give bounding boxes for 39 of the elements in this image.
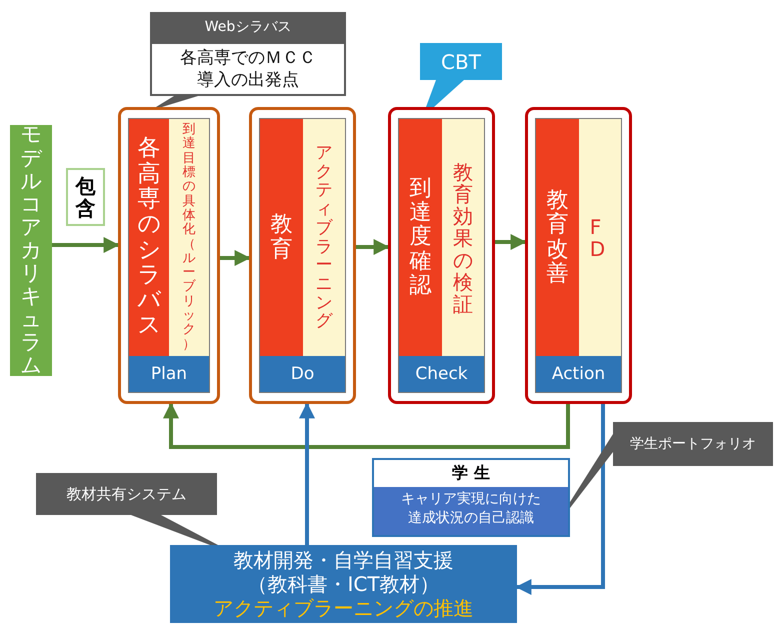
vertical-label: 包含 xyxy=(76,175,96,219)
phase-box xyxy=(249,107,356,404)
vertical-label: 到達目標の具体化（ルーブリック） xyxy=(182,123,196,352)
label-box xyxy=(66,168,105,226)
callout-tail xyxy=(131,515,218,545)
phase-label: Do xyxy=(260,356,345,392)
phase-box xyxy=(525,107,632,404)
phase-box xyxy=(118,107,220,404)
phase-box xyxy=(388,107,495,404)
vertical-label: 教育 xyxy=(270,213,292,262)
vertical-label: FD xyxy=(590,216,610,260)
arrow xyxy=(356,239,390,255)
curriculum-box xyxy=(10,125,52,376)
vertical-label: 各高専のシラバス xyxy=(138,136,160,339)
box-text: 教材開発・自学自習支援（教科書・ICT教材） xyxy=(232,548,454,596)
vertical-label: モデルコアカリキュラム xyxy=(20,123,42,378)
arrow xyxy=(515,404,605,595)
callout-text: 各高専でのＭＣＣ導入の出発点 xyxy=(179,46,317,92)
support-box xyxy=(170,545,517,623)
phase-label: Action xyxy=(536,356,621,392)
vertical-label: 到達度確認 xyxy=(409,177,432,298)
highlight-text: アクティブラーニングの推進 xyxy=(214,596,474,620)
info-box xyxy=(372,458,570,537)
arrow xyxy=(52,237,120,253)
arrow xyxy=(163,402,570,449)
vertical-label: 教育改善 xyxy=(546,189,568,286)
phase-label: Plan xyxy=(129,356,209,392)
box-header: 学 生 xyxy=(374,460,568,487)
callout-tail xyxy=(426,80,464,107)
phase-label: Check xyxy=(399,356,484,392)
callout-tail xyxy=(156,96,198,107)
arrow xyxy=(220,250,251,266)
callout-tail xyxy=(570,434,613,508)
callout-header: Webシラバス xyxy=(150,12,346,42)
box-text: キャリア実現に向けた達成状況の自己認識 xyxy=(400,490,542,528)
vertical-label: アクティブラーニング xyxy=(315,144,332,331)
arrow xyxy=(495,234,527,250)
arrow xyxy=(299,402,315,545)
vertical-label: 教育効果の検証 xyxy=(452,160,473,314)
